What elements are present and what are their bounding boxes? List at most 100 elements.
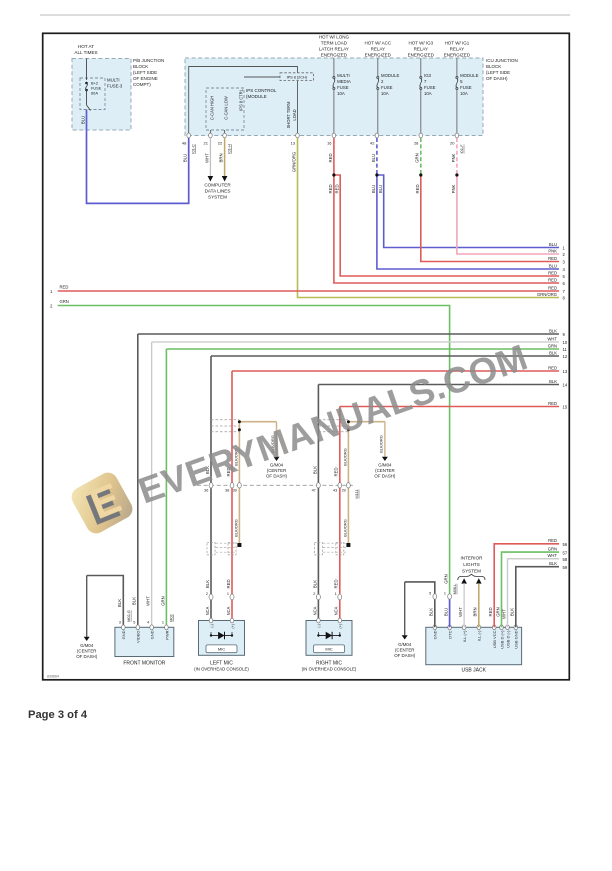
svg-text:WHT: WHT xyxy=(146,596,151,606)
svg-text:2: 2 xyxy=(563,252,566,257)
svg-text:(IN OVERHEAD CONSOLE): (IN OVERHEAD CONSOLE) xyxy=(302,666,357,671)
svg-text:MIC: MIC xyxy=(218,647,225,652)
svg-text:BLK/ORG: BLK/ORG xyxy=(270,435,275,453)
svg-text:1: 1 xyxy=(563,246,566,251)
svg-text:HOT W/ LONG: HOT W/ LONG xyxy=(319,34,350,39)
svg-text:(MODULE: (MODULE xyxy=(246,94,267,99)
svg-text:I01-F: I01-F xyxy=(459,144,464,154)
svg-text:7: 7 xyxy=(424,79,427,84)
svg-text:BLK: BLK xyxy=(549,379,557,384)
svg-text:BLK/ORG: BLK/ORG xyxy=(379,435,384,453)
svg-text:RED: RED xyxy=(334,467,339,476)
svg-text:USB D (+): USB D (+) xyxy=(499,630,504,649)
svg-text:OF DASH): OF DASH) xyxy=(266,473,288,478)
svg-text:GRN: GRN xyxy=(548,547,557,552)
svg-text:6: 6 xyxy=(563,281,566,286)
svg-text:RED: RED xyxy=(328,184,333,193)
svg-text:B+2: B+2 xyxy=(91,81,98,86)
svg-text:FUSE: FUSE xyxy=(381,85,393,90)
svg-text:NCA: NCA xyxy=(312,606,317,615)
svg-text:21: 21 xyxy=(204,141,209,146)
svg-text:ENERGIZED: ENERGIZED xyxy=(365,53,392,58)
svg-text:OF DASH): OF DASH) xyxy=(374,473,396,478)
svg-text:GRN: GRN xyxy=(60,299,69,304)
svg-text:VIDEO: VIDEO xyxy=(136,631,141,643)
svg-text:(+): (+) xyxy=(231,624,235,629)
svg-text:IPS CONTROL: IPS CONTROL xyxy=(246,88,277,93)
svg-text:38: 38 xyxy=(225,488,229,492)
svg-text:1: 1 xyxy=(227,592,229,596)
svg-text:MIC: MIC xyxy=(325,647,332,652)
svg-text:59: 59 xyxy=(563,565,568,570)
svg-text:OF DASH): OF DASH) xyxy=(394,653,416,658)
svg-text:42: 42 xyxy=(370,141,375,146)
svg-text:58: 58 xyxy=(563,557,568,562)
svg-text:36: 36 xyxy=(204,488,208,492)
svg-text:RED: RED xyxy=(548,256,557,261)
svg-text:RED: RED xyxy=(328,153,333,162)
svg-text:839664: 839664 xyxy=(47,675,59,679)
svg-text:LIGHTS: LIGHTS xyxy=(463,562,480,567)
svg-text:RED: RED xyxy=(226,467,231,476)
svg-text:GND: GND xyxy=(121,630,126,639)
svg-text:PNK: PNK xyxy=(451,184,456,193)
svg-text:GRN: GRN xyxy=(444,574,449,584)
svg-text:BLK: BLK xyxy=(549,328,557,333)
svg-text:ENERGIZED: ENERGIZED xyxy=(408,53,435,58)
svg-text:OF DASH): OF DASH) xyxy=(486,76,508,81)
svg-text:G/M04: G/M04 xyxy=(270,463,284,468)
svg-text:USB D (-): USB D (-) xyxy=(505,630,510,648)
svg-text:RED: RED xyxy=(548,401,557,406)
svg-text:(CENTER: (CENTER xyxy=(77,648,97,653)
svg-text:ENERGIZED: ENERGIZED xyxy=(321,53,348,58)
svg-text:HOT AT: HOT AT xyxy=(78,44,94,49)
svg-text:BLU: BLU xyxy=(371,154,376,162)
svg-text:MODULE: MODULE xyxy=(381,73,400,78)
svg-text:5: 5 xyxy=(133,621,135,625)
svg-text:RED: RED xyxy=(548,285,557,290)
svg-text:2: 2 xyxy=(206,592,208,596)
svg-text:BLK: BLK xyxy=(312,580,317,588)
svg-text:ICU JUNCTION: ICU JUNCTION xyxy=(486,58,518,63)
svg-text:BLU: BLU xyxy=(371,185,376,193)
svg-text:10A: 10A xyxy=(381,91,389,96)
svg-text:RED: RED xyxy=(334,579,339,588)
svg-text:SHORT TERM: SHORT TERM xyxy=(286,101,291,128)
svg-text:USB JACK: USB JACK xyxy=(461,667,486,673)
svg-text:47: 47 xyxy=(312,488,316,492)
svg-text:2: 2 xyxy=(381,79,384,84)
svg-text:GRN: GRN xyxy=(548,343,557,348)
svg-text:29: 29 xyxy=(342,488,346,492)
svg-text:I01-C: I01-C xyxy=(191,144,196,154)
svg-text:4: 4 xyxy=(147,621,149,625)
svg-text:BLU: BLU xyxy=(183,154,188,162)
svg-text:WHT: WHT xyxy=(204,153,209,163)
svg-text:M08-L: M08-L xyxy=(453,584,457,595)
svg-text:INTERIOR: INTERIOR xyxy=(461,556,484,561)
svg-text:G/M04: G/M04 xyxy=(80,643,94,648)
svg-text:RED: RED xyxy=(334,184,339,193)
svg-text:HOT W/ IG1: HOT W/ IG1 xyxy=(445,40,470,45)
svg-text:BLK: BLK xyxy=(510,608,515,616)
svg-text:(LEFT SIDE: (LEFT SIDE xyxy=(486,70,510,75)
svg-text:BLK/ORG: BLK/ORG xyxy=(233,519,238,537)
svg-text:5: 5 xyxy=(429,591,431,595)
svg-text:ILL (+): ILL (+) xyxy=(462,630,467,642)
svg-text:OF ENGINE: OF ENGINE xyxy=(133,76,158,81)
svg-text:G/M04: G/M04 xyxy=(378,463,392,468)
svg-text:I01-H: I01-H xyxy=(226,144,231,154)
svg-text:RED: RED xyxy=(226,579,231,588)
svg-text:GND: GND xyxy=(433,630,438,639)
svg-text:BLU: BLU xyxy=(549,242,557,247)
svg-text:WHT: WHT xyxy=(547,336,557,341)
svg-text:C-CAN LOW: C-CAN LOW xyxy=(224,96,229,120)
svg-text:BLU: BLU xyxy=(444,608,449,616)
svg-text:COMPUTER: COMPUTER xyxy=(204,183,231,188)
svg-text:BLK: BLK xyxy=(312,466,317,474)
svg-text:BRN: BRN xyxy=(219,153,224,162)
svg-text:4: 4 xyxy=(563,267,566,272)
svg-text:1: 1 xyxy=(50,289,53,294)
svg-text:LOAD: LOAD xyxy=(292,109,297,120)
svg-text:RED: RED xyxy=(415,184,420,193)
svg-text:3: 3 xyxy=(119,621,121,625)
